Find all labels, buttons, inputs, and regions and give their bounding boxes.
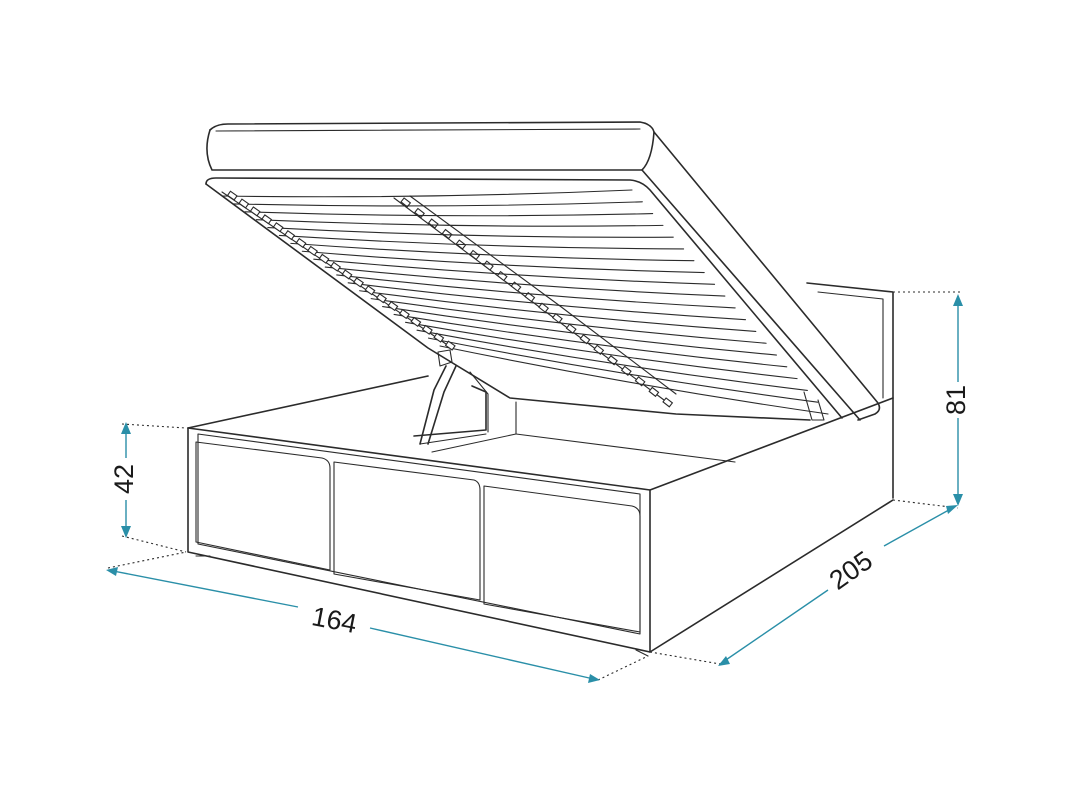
extension-lines [107,291,962,681]
slat-holder [607,355,618,366]
slat-holder [318,253,330,264]
height-headboard-arrow-top [953,294,963,306]
slat-holder [524,291,536,303]
slat-holder [261,214,273,225]
slat-holder [353,277,364,288]
slat-holder [295,237,307,249]
slat-holder [579,334,591,345]
slat-holder [538,302,550,313]
slat [324,266,726,297]
slat [359,290,757,333]
length-label: 205 [824,545,878,595]
slat-holder [662,397,674,408]
dimension-lines [106,294,963,683]
slat [393,313,788,368]
slat-holder [398,308,410,320]
slat-holder [364,285,376,296]
front-panels [195,441,641,633]
slat-holder [421,324,433,335]
gas-lift-mechanism [413,349,825,445]
slat-rows [221,189,829,415]
slat-holder [249,206,261,217]
height-headboard-arrow-bottom [953,494,963,506]
bed-base [187,375,894,657]
slat-holder [400,197,412,208]
slat [313,258,716,285]
slat [382,305,777,356]
slat [255,219,664,227]
slat-holder [427,218,439,229]
slat-holder [496,270,508,282]
slat-holder [551,312,563,324]
slat-holder [226,190,238,201]
slat [244,211,654,217]
slat-holder [272,222,284,233]
length-arrow-top [946,505,958,514]
slat [232,201,643,207]
slat-holder [330,261,342,272]
slat-holder [444,340,456,351]
slat [278,234,685,250]
slat-holder [441,228,453,240]
slat-holder [593,344,605,356]
slat-holder [410,316,422,328]
slat-holder [620,365,632,376]
width-arrow-left [106,567,118,576]
slat [221,189,633,198]
slatted-base [205,177,843,421]
slat-holder [648,386,660,398]
slat-holder [238,198,250,209]
slat [416,329,808,391]
height-headboard-label: 81 [941,385,971,415]
slat [301,250,705,274]
height-frame-arrow-bottom [121,526,131,538]
slat [405,321,798,380]
slat [370,298,767,344]
slat-holder [433,332,445,343]
slat [427,337,819,403]
slat [347,282,747,321]
length-arrow-bottom [718,656,730,666]
headboard [806,282,894,499]
slat [267,227,674,238]
lifted-mattress [206,121,881,421]
slat [290,242,695,262]
height-frame-label: 42 [109,464,139,494]
slat-holder [565,323,577,334]
height-frame-arrow-top [121,422,131,434]
slat [439,345,829,415]
slat-holder [376,293,387,304]
slat-holder [469,249,481,261]
slat-holder [284,229,296,241]
width-arrow-right [588,674,600,683]
slat [336,274,736,309]
slat-holder [341,269,353,280]
slat-holder [482,260,494,271]
slat-holder [387,300,399,312]
length-dimension-line [719,505,957,665]
slat-holder [307,245,319,256]
width-dimension-line [107,569,599,681]
width-label: 164 [309,601,359,639]
